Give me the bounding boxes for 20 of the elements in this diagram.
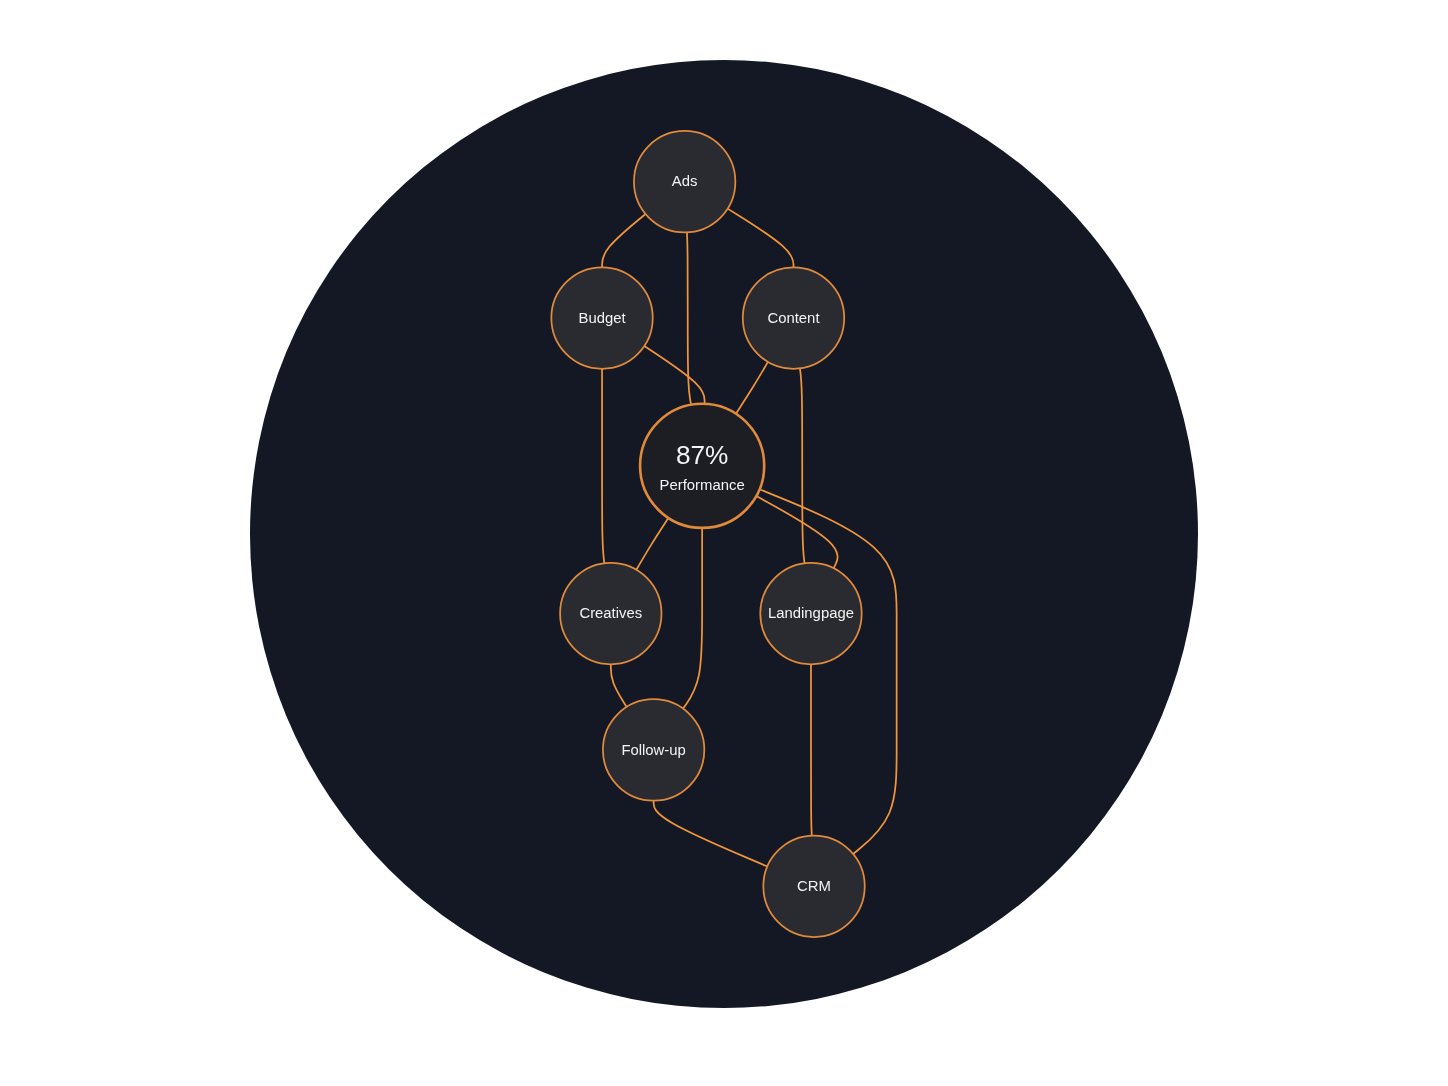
connector	[686, 231, 692, 406]
node-circle: Landingpage	[759, 561, 863, 666]
node-circle: Ads	[633, 130, 737, 234]
node-circle: 87% Performance	[638, 402, 766, 530]
connector	[755, 495, 839, 570]
connector	[799, 367, 806, 565]
connector	[601, 213, 647, 269]
node-circle: CRM	[762, 834, 866, 938]
connector	[735, 361, 769, 415]
connector	[758, 488, 898, 855]
connector	[609, 663, 628, 708]
connector	[682, 527, 703, 710]
node-circle: Budget	[550, 266, 654, 370]
connector	[652, 799, 769, 868]
node-circle: Follow-up	[602, 698, 706, 802]
node-circle: Creatives	[559, 561, 663, 666]
connector	[810, 663, 813, 837]
connector	[635, 517, 670, 571]
node-circle: Content	[741, 266, 846, 370]
connector	[601, 367, 606, 565]
